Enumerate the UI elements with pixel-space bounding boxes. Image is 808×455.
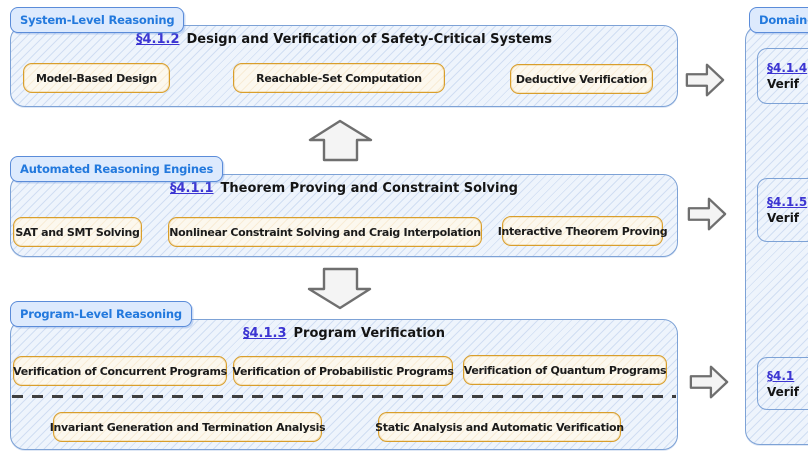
- section-title-4-1-1: §4.1.1 Theorem Proving and Constraint Sol…: [10, 181, 678, 196]
- section-title-text: Program Verification: [293, 326, 445, 341]
- section-link-4-1-x[interactable]: §4.1: [767, 368, 795, 383]
- tab-system-level-reasoning: System-Level Reasoning: [10, 7, 185, 33]
- domain-item-label: Verif: [767, 211, 800, 225]
- section-link-4-1-5[interactable]: §4.1.5: [767, 195, 808, 209]
- section-link-4-1-4[interactable]: §4.1.4: [767, 61, 808, 75]
- topic-chip-model-based-design: Model-Based Design: [23, 63, 170, 93]
- domain-item-label: Verif: [767, 77, 800, 91]
- section-title-text: Theorem Proving and Constraint Solving: [220, 181, 518, 196]
- tab-label: Domain-Sp: [759, 13, 808, 27]
- domain-item-label: Verif: [767, 384, 800, 399]
- topic-chip-quantum-programs: Verification of Quantum Programs: [463, 355, 667, 385]
- topic-chip-interactive-theorem-proving: Interactive Theorem Proving: [498, 216, 668, 246]
- tab-label: Automated Reasoning Engines: [20, 162, 214, 176]
- topic-chip-deductive-verification: Deductive Verification: [510, 64, 653, 94]
- section-link-4-1-2[interactable]: §4.1.2: [135, 32, 180, 47]
- domain-item-4-1-x: §4.1 Verif: [757, 357, 808, 410]
- tab-domain-specific: Domain-Sp: [749, 7, 808, 33]
- section-title-4-1-2: §4.1.2 Design and Verification of Safety-…: [10, 32, 678, 47]
- topic-chip-invariant-generation: Invariant Generation and Termination Ana…: [50, 412, 326, 442]
- section-title-text: Design and Verification of Safety-Critic…: [186, 32, 553, 47]
- domain-item-4-1-4: §4.1.4 Verif: [757, 48, 808, 104]
- down-arrow-icon: [303, 267, 377, 311]
- up-arrow-icon: [303, 118, 377, 163]
- right-arrow-icon: [688, 362, 730, 402]
- domain-item-4-1-5: §4.1.5 Verif: [757, 178, 808, 242]
- topic-chip-reachable-set-computation: Reachable-Set Computation: [233, 63, 445, 93]
- tab-label: Program-Level Reasoning: [20, 307, 182, 321]
- tab-automated-reasoning-engines: Automated Reasoning Engines: [10, 156, 224, 182]
- section-link-4-1-1[interactable]: §4.1.1: [170, 181, 214, 196]
- section-link-4-1-3[interactable]: §4.1.3: [243, 326, 287, 341]
- topic-chip-probabilistic-programs: Verification of Probabilistic Programs: [232, 356, 454, 386]
- topic-chip-sat-smt-solving: SAT and SMT Solving: [13, 217, 142, 247]
- topic-chip-concurrent-programs: Verification of Concurrent Programs: [13, 356, 227, 386]
- topic-chip-nonlinear-constraint-solving: Nonlinear Constraint Solving and Craig I…: [168, 217, 482, 247]
- right-arrow-icon: [686, 194, 728, 234]
- topic-chip-static-analysis: Static Analysis and Automatic Verificati…: [375, 412, 624, 442]
- tab-program-level-reasoning: Program-Level Reasoning: [10, 301, 192, 327]
- right-arrow-icon: [684, 60, 726, 100]
- section-title-4-1-3: §4.1.3 Program Verification: [10, 326, 678, 341]
- dashed-divider: [12, 395, 676, 398]
- tab-label: System-Level Reasoning: [20, 13, 175, 27]
